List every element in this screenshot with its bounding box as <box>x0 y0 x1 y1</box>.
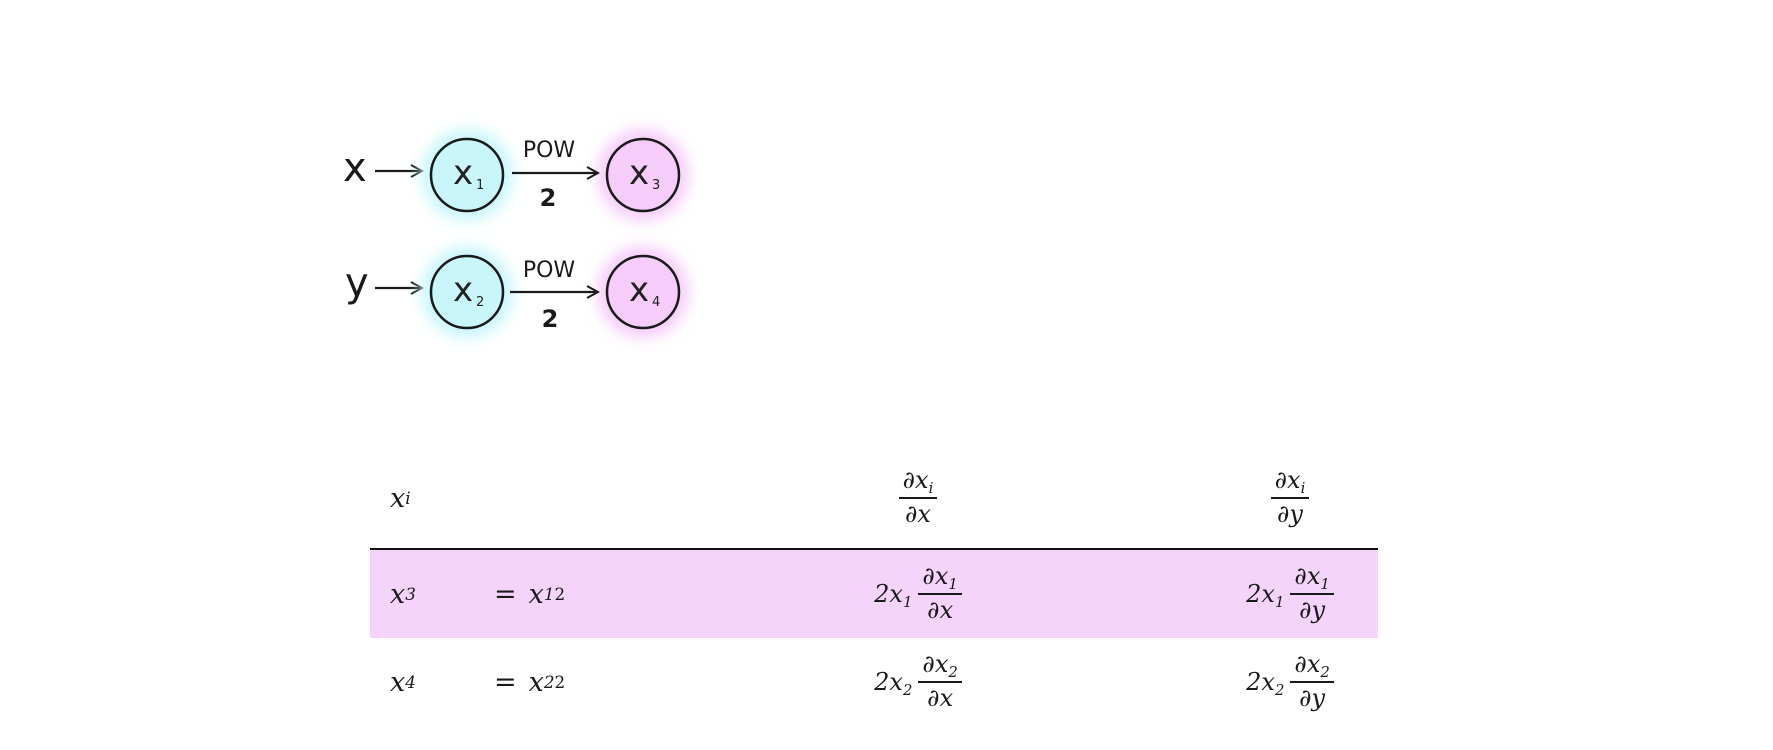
coefficient-text: 2x <box>1246 580 1275 608</box>
fraction-denominator: ∂x <box>927 596 954 624</box>
node-subscript: 1 <box>476 178 484 193</box>
fraction-numerator: ∂x1 <box>1290 562 1334 595</box>
node-subscript: 3 <box>652 178 660 193</box>
var-symbol: x <box>390 666 406 698</box>
edge-param-label: 2 <box>542 305 559 333</box>
row-partial-y: 2x2 ∂x2 ∂y <box>1200 638 1380 726</box>
row-partial-x: 2x1 ∂x1 ∂x <box>828 550 1008 638</box>
node-label: x <box>629 270 649 310</box>
coefficient-subscript: 2 <box>902 681 913 700</box>
fraction-denominator: ∂y <box>1299 684 1326 712</box>
coefficient: 2x2 <box>874 668 913 700</box>
coefficient-subscript: 1 <box>902 593 913 612</box>
fraction-numerator: ∂x1 <box>918 562 962 595</box>
header-var-symbol: x <box>390 482 406 514</box>
node-circle <box>429 254 505 330</box>
coefficient-text: 2x <box>874 668 903 696</box>
node-label: x <box>629 153 649 193</box>
header-partial-x: ∂xi ∂x <box>828 448 1008 548</box>
edge-x1-x3: POW 2 <box>512 138 598 212</box>
input-label-y: y <box>345 260 369 306</box>
fraction: ∂x2 ∂x <box>918 650 962 712</box>
numerator-text: ∂x <box>1274 466 1301 495</box>
numerator-subscript: 2 <box>948 663 958 682</box>
numerator-text: ∂x <box>922 562 949 591</box>
coefficient-text: 2x <box>874 580 903 608</box>
edge-op-label: POW <box>523 258 576 283</box>
numerator-text: ∂x <box>1294 562 1321 591</box>
node-x4: x 4 <box>597 246 689 338</box>
fraction-numerator: ∂xi <box>898 466 938 499</box>
coefficient-subscript: 1 <box>1274 593 1285 612</box>
expr-base: x <box>528 578 544 610</box>
node-circle <box>605 254 681 330</box>
numerator-text: ∂x <box>902 466 929 495</box>
node-label: x <box>453 153 473 193</box>
var-symbol: x <box>390 578 406 610</box>
fraction-numerator: ∂x2 <box>918 650 962 683</box>
row-partial-x: 2x2 ∂x2 ∂x <box>828 638 1008 726</box>
numerator-subscript: i <box>1300 479 1306 498</box>
node-label: x <box>453 270 473 310</box>
equals-sign: = <box>494 666 517 698</box>
fraction-denominator: ∂x <box>905 500 931 528</box>
numerator-subscript: 1 <box>1320 575 1330 594</box>
edge-op-label: POW <box>523 138 576 163</box>
node-subscript: 4 <box>652 295 660 310</box>
node-x2: x 2 <box>421 246 513 338</box>
edge-x2-x4: POW 2 <box>510 258 598 333</box>
fraction: ∂x2 ∂y <box>1290 650 1334 712</box>
fraction-denominator: ∂y <box>1299 596 1326 624</box>
fraction: ∂xi ∂x <box>898 466 938 528</box>
numerator-subscript: 2 <box>1320 663 1330 682</box>
node-circle <box>429 137 505 213</box>
numerator-text: ∂x <box>1294 650 1321 679</box>
coefficient-subscript: 2 <box>1274 681 1285 700</box>
coefficient-text: 2x <box>1246 668 1275 696</box>
coefficient: 2x1 <box>1246 580 1285 612</box>
node-circle <box>605 137 681 213</box>
expr-base: x <box>528 666 544 698</box>
input-label-x: x <box>343 145 367 191</box>
fraction-denominator: ∂x <box>927 684 954 712</box>
fraction-denominator: ∂y <box>1277 500 1303 528</box>
fraction: ∂x1 ∂y <box>1290 562 1334 624</box>
fraction: ∂x1 ∂x <box>918 562 962 624</box>
coefficient: 2x2 <box>1246 668 1285 700</box>
equals-sign: = <box>494 578 517 610</box>
edge-param-label: 2 <box>540 184 557 212</box>
fraction: ∂xi ∂y <box>1270 466 1310 528</box>
row-partial-y: 2x1 ∂x1 ∂y <box>1200 550 1380 638</box>
numerator-subscript: 1 <box>948 575 958 594</box>
node-x1: x 1 <box>421 129 513 221</box>
numerator-subscript: i <box>928 479 934 498</box>
header-partial-y: ∂xi ∂y <box>1200 448 1380 548</box>
node-subscript: 2 <box>476 295 484 310</box>
coefficient: 2x1 <box>874 580 913 612</box>
fraction-numerator: ∂x2 <box>1290 650 1334 683</box>
numerator-text: ∂x <box>922 650 949 679</box>
node-x3: x 3 <box>597 129 689 221</box>
fraction-numerator: ∂xi <box>1270 466 1310 499</box>
